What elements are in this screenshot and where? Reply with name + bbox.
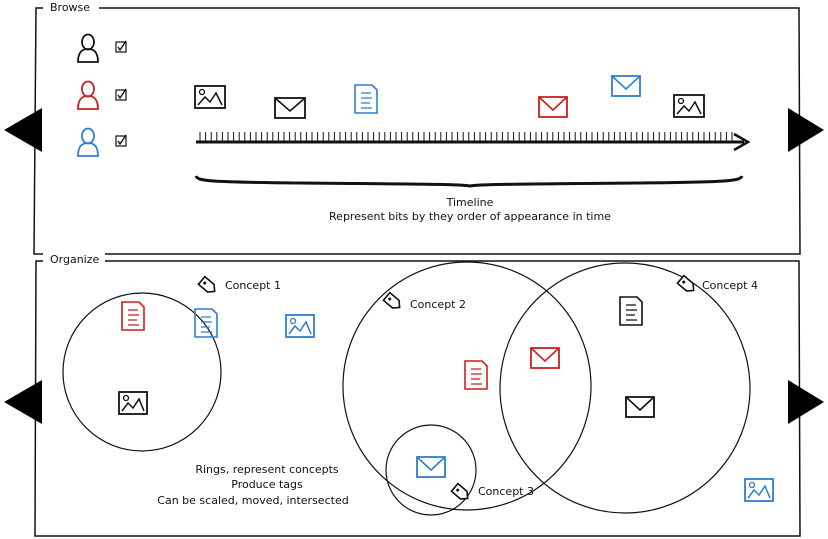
mail-icon xyxy=(274,97,306,119)
item-document[interactable] xyxy=(194,308,218,338)
concept-ring-1[interactable] xyxy=(62,292,222,452)
item-image[interactable] xyxy=(118,391,148,415)
document-icon xyxy=(464,360,488,390)
item-image[interactable] xyxy=(744,478,774,502)
concept-tag-2[interactable]: Concept 2 xyxy=(382,291,466,312)
timeline-caption-description: Represent bits by they order of appearan… xyxy=(329,210,611,223)
document-icon xyxy=(619,296,643,326)
browse-prev-arrow[interactable] xyxy=(4,108,42,152)
item-document[interactable] xyxy=(464,360,488,390)
tag-icon xyxy=(676,274,695,292)
mail-icon xyxy=(625,396,655,418)
checkbox-checked-icon[interactable] xyxy=(115,88,127,101)
concept-tag-4[interactable]: Concept 4 xyxy=(676,274,758,295)
user-filter-red[interactable] xyxy=(77,80,127,110)
concept-ring-2[interactable] xyxy=(342,261,592,511)
timeline-item-mail[interactable] xyxy=(538,96,568,118)
timeline-item-mail[interactable] xyxy=(611,75,641,97)
timeline-item-document[interactable] xyxy=(354,84,378,114)
browse-next-arrow[interactable] xyxy=(788,108,824,152)
image-icon xyxy=(744,478,774,502)
concept-label-1: Concept 1 xyxy=(225,279,281,292)
timeline-caption-title: Timeline xyxy=(446,196,494,209)
item-mail[interactable] xyxy=(416,456,446,478)
organize-caption-line-2: Produce tags xyxy=(231,478,303,491)
concept-tag-3[interactable]: Concept 3 xyxy=(450,482,534,503)
browse-title: Browse xyxy=(50,1,90,14)
tag-icon xyxy=(450,482,469,500)
image-icon xyxy=(673,94,705,118)
document-icon xyxy=(194,308,218,338)
organize-prev-arrow[interactable] xyxy=(4,380,42,424)
tag-icon xyxy=(197,275,216,293)
image-icon xyxy=(285,314,315,338)
image-icon xyxy=(118,391,148,415)
mail-icon xyxy=(611,75,641,97)
organize-title: Organize xyxy=(50,253,100,266)
concept-tag-1[interactable]: Concept 1 xyxy=(197,275,281,296)
organize-panel: Organize xyxy=(34,252,801,537)
timeline-item-image[interactable] xyxy=(673,94,705,118)
item-mail[interactable] xyxy=(530,347,560,369)
mail-icon xyxy=(530,347,560,369)
timeline-axis[interactable] xyxy=(196,132,751,152)
user-icon xyxy=(77,33,99,63)
timeline-item-image[interactable] xyxy=(194,85,226,109)
concept-ring-3[interactable] xyxy=(385,424,477,516)
organize-caption-line-3: Can be scaled, moved, intersected xyxy=(157,494,348,507)
concept-label-2: Concept 2 xyxy=(410,298,466,311)
concept-label-3: Concept 3 xyxy=(478,485,534,498)
checkbox-checked-icon[interactable] xyxy=(115,40,127,53)
browse-panel: Browse xyxy=(33,0,801,255)
timeline-item-mail[interactable] xyxy=(274,97,306,119)
item-document[interactable] xyxy=(619,296,643,326)
tag-icon xyxy=(382,291,401,309)
user-icon xyxy=(77,127,99,157)
item-mail[interactable] xyxy=(625,396,655,418)
user-filter-black[interactable] xyxy=(77,33,127,63)
timeline-ticks xyxy=(199,132,733,141)
user-filter-blue[interactable] xyxy=(77,127,127,157)
image-icon xyxy=(194,85,226,109)
concept-label-4: Concept 4 xyxy=(702,279,758,292)
organize-caption-line-1: Rings, represent concepts xyxy=(195,463,339,476)
checkbox-checked-icon[interactable] xyxy=(115,134,127,147)
mail-icon xyxy=(416,456,446,478)
timeline-brace xyxy=(194,175,744,188)
mail-icon xyxy=(538,96,568,118)
item-image[interactable] xyxy=(285,314,315,338)
document-icon xyxy=(354,84,378,114)
item-document[interactable] xyxy=(121,301,145,331)
concept-ring-4[interactable] xyxy=(499,262,751,514)
organize-next-arrow[interactable] xyxy=(788,380,824,424)
user-icon xyxy=(77,80,99,110)
document-icon xyxy=(121,301,145,331)
